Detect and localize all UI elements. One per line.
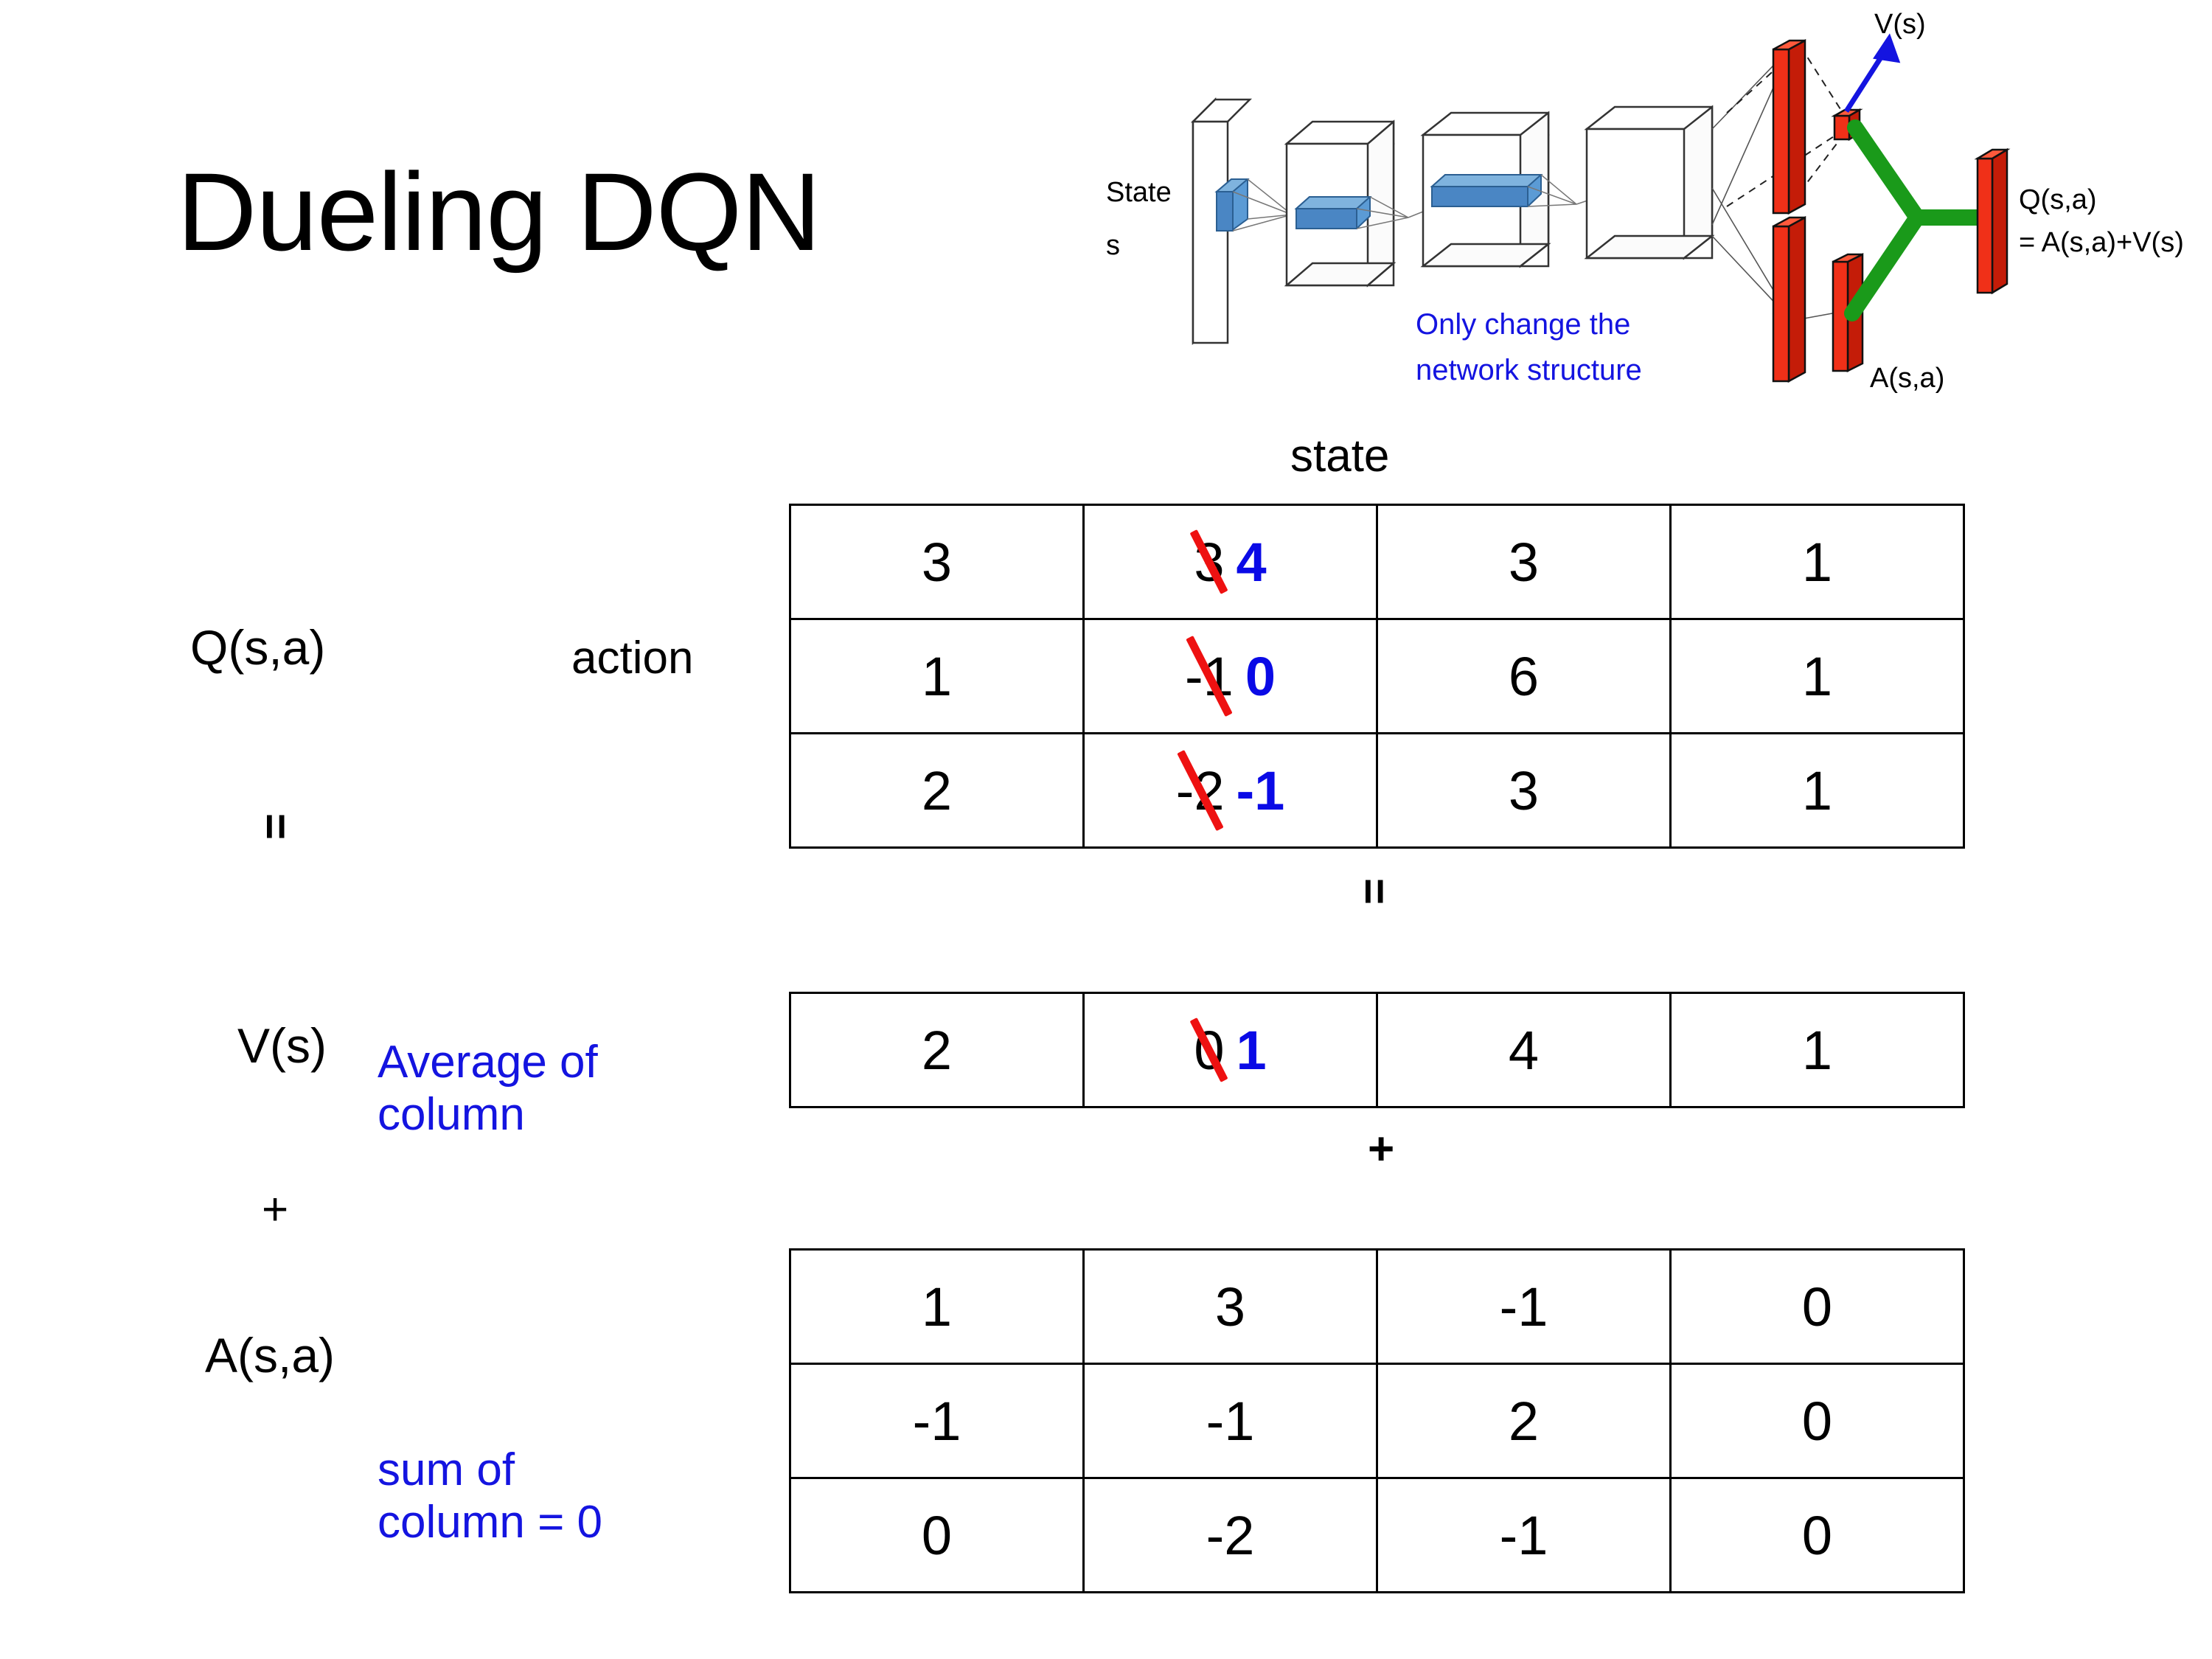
a-cell-r2c0: 0	[789, 1477, 1085, 1593]
fc-block	[1584, 105, 1715, 260]
a-cell-r1c1: -1	[1082, 1363, 1378, 1479]
q-output-bar	[1974, 147, 2011, 295]
struck-old-value: -1	[1185, 645, 1234, 707]
sum-note-line2: column = 0	[378, 1497, 603, 1548]
new-value: -1	[1236, 759, 1285, 821]
q-cell-r0c3: 1	[1669, 504, 1965, 620]
q-cell-r1c2: 6	[1376, 618, 1672, 734]
conv-block-2-filter	[1430, 174, 1543, 207]
input-filter-patch	[1214, 178, 1250, 232]
table-row: 1 3 -1 0	[789, 1248, 1965, 1365]
head-split-lines	[1711, 46, 1833, 321]
value-output-arrow	[1844, 33, 1901, 113]
a-cell-r0c1: 3	[1082, 1248, 1378, 1365]
a-cell-r0c3: 0	[1669, 1248, 1965, 1365]
state-axis-header: state	[1290, 431, 1390, 481]
equals-operator-between-q-and-v: =	[1349, 869, 1399, 914]
a-cell-r0c2: -1	[1376, 1248, 1672, 1365]
a-cell-r0c0: 1	[789, 1248, 1085, 1365]
value-head-label: V(s)	[1874, 9, 1926, 40]
table-row: 2 0 1 4 1	[789, 992, 1965, 1108]
average-note-line1: Average of	[378, 1037, 598, 1088]
v-cell-r0c1: 0 1	[1082, 992, 1378, 1108]
advantage-head-bar	[1772, 215, 1806, 383]
q-cell-r1c1: -1 0	[1082, 618, 1378, 734]
a-cell-r2c1: -2	[1082, 1477, 1378, 1593]
v-cell-r0c0: 2	[789, 992, 1085, 1108]
q-cell-r1c3: 1	[1669, 618, 1965, 734]
a-function-label: A(s,a)	[205, 1328, 335, 1382]
v-function-label: V(s)	[237, 1018, 327, 1073]
average-note-line2: column	[378, 1089, 525, 1141]
new-value: 0	[1245, 645, 1276, 707]
sum-note-line1: sum of	[378, 1444, 515, 1495]
table-row: -1 -1 2 0	[789, 1363, 1965, 1479]
table-row: 1 -1 0 6 1	[789, 618, 1965, 734]
q-cell-r2c1: -2 -1	[1082, 732, 1378, 849]
a-cell-r1c3: 0	[1669, 1363, 1965, 1479]
a-cell-r1c2: 2	[1376, 1363, 1672, 1479]
state-label-line2: s	[1106, 230, 1120, 261]
v-cell-r0c3: 1	[1669, 992, 1965, 1108]
edited-value: -2 -1	[1176, 759, 1285, 822]
a-value-table: 1 3 -1 0 -1 -1 2 0 0 -2 -1 0	[789, 1248, 1965, 1593]
equals-operator-left: =	[250, 804, 301, 849]
advantage-head-label: A(s,a)	[1870, 363, 1944, 394]
v-value-table: 2 0 1 4 1	[789, 992, 1965, 1108]
sum-of-column-note: sum of column = 0	[378, 1444, 602, 1549]
struck-old-value: 3	[1194, 531, 1225, 593]
q-cell-r1c0: 1	[789, 618, 1085, 734]
equals-glyph-center: =	[1349, 877, 1400, 905]
q-cell-r2c0: 2	[789, 732, 1085, 849]
edited-value: 0 1	[1194, 1019, 1266, 1082]
table-row: 0 -2 -1 0	[789, 1477, 1965, 1593]
plus-operator-between-v-and-a: +	[1368, 1124, 1395, 1175]
value-head-bar	[1772, 38, 1806, 215]
q-cell-r0c2: 3	[1376, 504, 1672, 620]
input-plane-shape	[1190, 97, 1253, 346]
average-of-column-note: Average of column	[378, 1036, 598, 1141]
conv-block-1-filter	[1294, 196, 1372, 229]
new-value: 1	[1236, 1019, 1267, 1081]
q-cell-r2c3: 1	[1669, 732, 1965, 849]
equals-glyph: =	[250, 813, 302, 841]
struck-old-value: -2	[1175, 759, 1225, 821]
network-note-line2: network structure	[1416, 354, 1642, 386]
q-cell-r0c0: 3	[789, 504, 1085, 620]
q-head-label-line1: Q(s,a)	[2019, 184, 2097, 215]
dueling-network-diagram: State s V(s) A(s,a) Q(s,a) = A(s,a)+V(s)…	[1099, 4, 2212, 417]
edited-value: 3 4	[1194, 531, 1266, 594]
struck-old-value: 0	[1194, 1019, 1225, 1081]
q-function-label: Q(s,a)	[190, 620, 326, 675]
q-cell-r0c1: 3 4	[1082, 504, 1378, 620]
table-row: 2 -2 -1 3 1	[789, 732, 1965, 849]
new-value: 4	[1236, 531, 1267, 593]
a-cell-r1c0: -1	[789, 1363, 1085, 1479]
table-row: 3 3 4 3 1	[789, 504, 1965, 620]
a-cell-r2c2: -1	[1376, 1477, 1672, 1593]
network-note-line1: Only change the	[1416, 308, 1630, 341]
plus-operator-left: +	[262, 1184, 289, 1235]
v-cell-r0c2: 4	[1376, 992, 1672, 1108]
state-label-line1: State	[1106, 177, 1172, 208]
q-head-label-line2: = A(s,a)+V(s)	[2019, 227, 2184, 258]
page-title: Dueling DQN	[177, 150, 821, 274]
q-cell-r2c2: 3	[1376, 732, 1672, 849]
merge-green-connector	[1844, 119, 1988, 321]
q-value-table: 3 3 4 3 1 1 -1 0 6 1 2	[789, 504, 1965, 849]
edited-value: -1 0	[1185, 645, 1276, 708]
action-axis-header: action	[571, 633, 694, 684]
a-cell-r2c3: 0	[1669, 1477, 1965, 1593]
